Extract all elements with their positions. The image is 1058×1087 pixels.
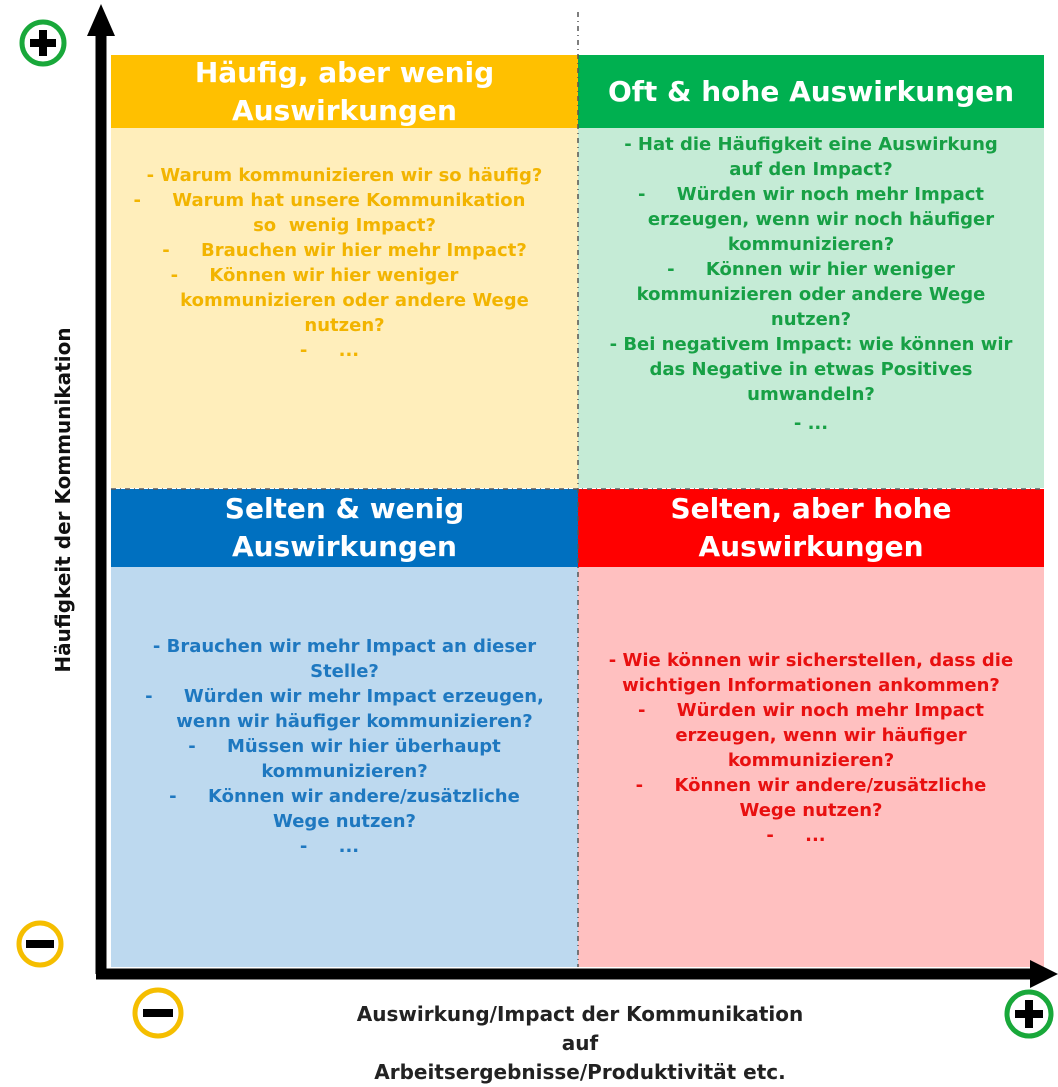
question-line: umwandeln? — [747, 384, 875, 405]
plus-icon — [1004, 989, 1054, 1039]
question-line: - Warum kommunizieren wir so häufig? — [146, 165, 543, 186]
y-axis-arrowhead — [87, 4, 115, 36]
question-line: - Bei negativem Impact: wie können wir — [609, 334, 1013, 355]
question-line: Stelle? — [310, 661, 379, 682]
question-line: nutzen? — [304, 315, 385, 336]
question-line: - ... — [793, 413, 829, 434]
question-line: - Warum hat unsere Kommunikation — [133, 190, 526, 211]
quadrant-header: Oft & hohe Auswirkungen — [578, 55, 1044, 128]
question-line: - Brauchen wir hier mehr Impact? — [162, 240, 527, 261]
quadrant-top-right: Oft & hohe Auswirkungen - Hat die Häufig… — [578, 55, 1044, 488]
question-line: kommunizieren? — [261, 761, 428, 782]
question-line: wichtigen Informationen ankommen? — [622, 675, 1000, 696]
question-line: so wenig Impact? — [253, 215, 436, 236]
question-line: - ... — [766, 825, 826, 846]
quadrant-body: - Warum kommunizieren wir so häufig? - W… — [111, 128, 578, 488]
quadrant-body: - Brauchen wir mehr Impact an dieser Ste… — [111, 567, 578, 967]
question-line: wenn wir häufiger kommunizieren? — [176, 711, 533, 732]
question-line: - Können wir andere/zusätzliche — [169, 786, 520, 807]
question-line: kommunizieren? — [727, 750, 895, 771]
question-line: - Müssen wir hier überhaupt — [188, 736, 501, 757]
question-line: erzeugen, wenn wir häufiger — [675, 725, 967, 746]
question-line: kommunizieren oder andere Wege — [180, 290, 529, 311]
question-line: auf den Impact? — [729, 159, 893, 180]
question-line: - Brauchen wir mehr Impact an dieser — [152, 636, 537, 657]
question-line: erzeugen, wenn wir noch häufiger — [647, 209, 995, 230]
question-line: das Negative in etwas Positives — [649, 359, 973, 380]
quadrant-body: - Wie können wir sicherstellen, dass die… — [578, 567, 1044, 967]
question-line: - ... — [299, 836, 360, 857]
x-axis-label: Auswirkung/Impact der Kommunikation auf … — [356, 1002, 804, 1084]
question-line: - Können wir andere/zusätzliche — [635, 775, 987, 796]
question-line: - Würden wir noch mehr Impact — [637, 700, 985, 721]
minus-icon — [132, 987, 184, 1039]
question-line: kommunizieren oder andere Wege — [636, 284, 986, 305]
y-axis-label: Häufigkeit der Kommunikation — [51, 327, 75, 673]
quadrant-title: Oft & hohe Auswirkungen — [607, 74, 1015, 108]
plus-icon — [19, 19, 67, 67]
question-line: Wege nutzen? — [273, 811, 416, 832]
question-line: - Können wir hier weniger — [667, 259, 955, 280]
question-line: - ... — [299, 340, 360, 361]
question-line: - Wie können wir sicherstellen, dass die — [608, 650, 1014, 671]
question-line: - Würden wir mehr Impact erzeugen, — [145, 686, 544, 707]
quadrant-body: - Hat die Häufigkeit eine Auswirkung auf… — [578, 128, 1044, 488]
minus-icon — [16, 920, 64, 968]
question-line: nutzen? — [770, 309, 852, 330]
question-line: - Hat die Häufigkeit eine Auswirkung — [624, 134, 998, 155]
question-line: Wege nutzen? — [739, 800, 883, 821]
question-line: kommunizieren? — [727, 234, 895, 255]
question-line: - Können wir hier weniger — [170, 265, 459, 286]
question-line: - Würden wir noch mehr Impact — [637, 184, 985, 205]
